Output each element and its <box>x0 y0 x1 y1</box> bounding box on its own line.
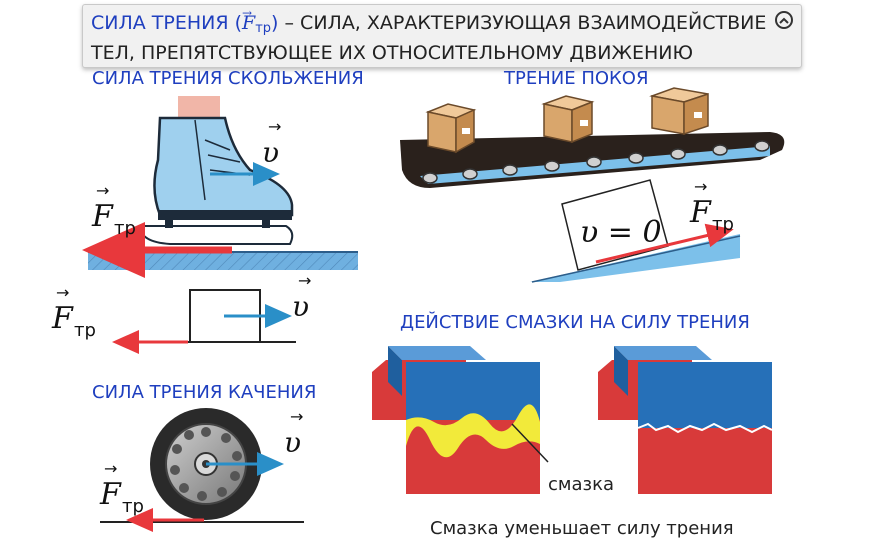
term-label: СИЛА ТРЕНИЯ ( <box>91 12 243 34</box>
block-diagram <box>112 289 296 354</box>
vector-mark-icon: → <box>56 283 69 302</box>
definition-text: СИЛА ТРЕНИЯ (Fтр) – СИЛА, ХАРАКТЕРИЗУЮЩА… <box>91 11 771 66</box>
wheel-force-label: F <box>99 477 122 512</box>
force-symbol: F <box>242 12 255 34</box>
dry-blocks <box>598 346 773 494</box>
vector-mark-icon: → <box>268 117 281 136</box>
lubrication-title: ДЕЙСТВИЕ СМАЗКИ НА СИЛУ ТРЕНИЯ <box>400 312 750 333</box>
vector-mark-icon: → <box>298 271 311 290</box>
block-force-sub: тр <box>74 320 96 341</box>
definition-body: – СИЛА, ХАРАКТЕРИЗУЮЩАЯ ВЗАИМОДЕЙСТВИЕ Т… <box>91 12 767 64</box>
vector-mark-icon: → <box>96 181 109 200</box>
sliding-friction-title: СИЛА ТРЕНИЯ СКОЛЬЖЕНИЯ <box>92 68 364 89</box>
skate-force-label: F <box>91 199 114 234</box>
box-3 <box>649 87 709 136</box>
vector-mark-icon: → <box>104 459 117 478</box>
definition-banner: СИЛА ТРЕНИЯ (Fтр) – СИЛА, ХАРАКТЕРИЗУЮЩА… <box>82 4 802 68</box>
vector-mark-icon: → <box>290 407 303 426</box>
vector-mark-icon: → <box>694 177 707 196</box>
rolling-friction-title: СИЛА ТРЕНИЯ КАЧЕНИЯ <box>92 382 317 403</box>
box-2 <box>541 95 595 144</box>
skate-velocity-label: υ <box>262 136 279 169</box>
force-symbol-sub: тр <box>255 21 272 36</box>
lubricant-label: смазка <box>548 474 614 495</box>
term-close: ) <box>271 12 279 34</box>
chevron-up-circle-icon[interactable] <box>775 11 793 29</box>
static-force-sub: тр <box>712 214 734 235</box>
static-velocity-label: υ = 0 <box>580 215 662 250</box>
skate-force-sub: тр <box>114 218 136 239</box>
block-force-label: F <box>51 301 74 336</box>
wheel-force-sub: тр <box>122 496 144 517</box>
wheel-velocity-label: υ <box>284 426 301 459</box>
static-friction-title: ТРЕНИЕ ПОКОЯ <box>504 68 649 89</box>
conclusion-caption: Смазка уменьшает силу трения <box>430 518 734 539</box>
block-velocity-label: υ <box>292 290 309 323</box>
wheel-illustration <box>100 408 304 532</box>
conveyor-illustration <box>400 87 785 283</box>
skate-illustration <box>82 96 358 278</box>
lubricated-blocks <box>372 346 549 494</box>
static-force-label: F <box>689 195 712 230</box>
box-1 <box>425 103 477 154</box>
